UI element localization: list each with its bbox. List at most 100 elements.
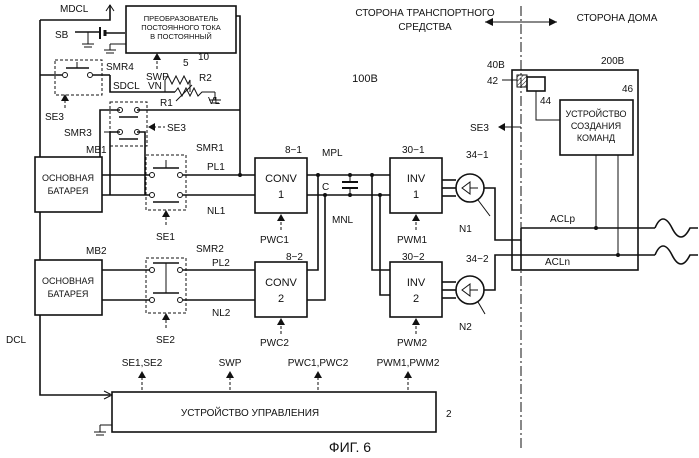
sensor-44-box: [527, 77, 545, 91]
conv1-ref: 8−1: [285, 145, 302, 156]
ref42-label: 42: [487, 76, 499, 87]
conv1-box: [255, 158, 307, 213]
main-battery-1-text-1: ОСНОВНАЯ: [42, 173, 94, 183]
control-signal-se-label: SE1,SE2: [122, 358, 163, 369]
aclp-label: ACLp: [550, 214, 575, 225]
smr2-label: SMR2: [196, 244, 224, 255]
conv2-text-2: 2: [278, 293, 284, 305]
control-device-text: УСТРОЙСТВО УПРАВЛЕНИЯ: [181, 406, 319, 419]
main-battery-2-text-2: БАТАРЕЯ: [48, 289, 89, 299]
n1-label: N1: [459, 224, 472, 235]
r1-label: R1: [160, 98, 173, 109]
inv2-neg-link: [380, 195, 390, 295]
control-signal-pwc-label: PWC1,PWC2: [288, 358, 349, 369]
nl1-label: NL1: [207, 206, 226, 217]
vehicle-side-label-1: СТОРОНА ТРАНСПОРТНОГО: [355, 8, 495, 19]
dc-converter-text-1: ПРЕОБРАЗОВАТЕЛЬ: [144, 14, 219, 23]
mpl-junction-cap: [348, 173, 352, 177]
main-battery-2-box: [35, 260, 102, 315]
nl2-label: NL2: [212, 308, 231, 319]
se3-out-arrow: [498, 123, 505, 131]
control-signal-pwm: PWM1,PWM2: [377, 358, 440, 390]
smr2-top-contact-right: [178, 268, 183, 273]
vl-label: VL: [208, 96, 221, 107]
motor1-ref: 34−1: [466, 150, 489, 161]
inv1-text-1: INV: [407, 173, 426, 185]
n1-pointer: [478, 200, 490, 216]
smr2-bot-contact-left: [150, 298, 155, 303]
smr2-bot-contact-right: [178, 298, 183, 303]
smr1-top-contact-right: [178, 173, 183, 178]
motor1-neutral-wire: [484, 188, 521, 240]
pwc2-label: PWC2: [260, 338, 289, 349]
region-arrow-right-head: [549, 18, 557, 26]
smr1-label: SMR1: [196, 143, 224, 154]
command-device-text-3: КОМАНД: [577, 133, 615, 143]
pl1-junction: [238, 173, 242, 177]
mdcl-label: MDCL: [60, 4, 89, 15]
motor2-ref: 34−2: [466, 254, 489, 265]
pwc1-arrow: [277, 214, 285, 221]
conv2-pos-link: [307, 175, 318, 270]
system-label: 100B: [352, 73, 378, 85]
command-device-text-1: УСТРОЙСТВО: [565, 108, 626, 119]
pl1-label: PL1: [207, 162, 225, 173]
smr3-bot-in: [110, 132, 120, 195]
pl2-label: PL2: [212, 258, 230, 269]
mpl-label: MPL: [322, 148, 343, 159]
se3-left-label: SE3: [45, 112, 64, 123]
smr3-bot-out: [137, 132, 145, 195]
smr4-dashed-box: [55, 60, 102, 95]
home-side-label: СТОРОНА ДОМА: [577, 13, 658, 24]
se2-label: SE2: [156, 335, 175, 346]
se3-out-label: SE3: [470, 123, 489, 134]
se3-right-arrow: [148, 123, 155, 131]
connector-42: [517, 75, 527, 87]
pwm1-arrow: [412, 214, 420, 221]
mnl-junction-cap: [348, 193, 352, 197]
pwc2-arrow: [277, 318, 285, 325]
n2-label: N2: [459, 322, 472, 333]
conv2-box: [255, 262, 307, 317]
pwm1-label: PWM1: [397, 235, 427, 246]
smr4-label: SMR4: [106, 62, 134, 73]
n2-pointer: [478, 302, 485, 314]
smr1-bot-contact-left: [150, 193, 155, 198]
conv1-text-2: 1: [278, 189, 284, 201]
mnl-label: MNL: [332, 215, 354, 226]
main-battery-1-text-2: БАТАРЕЯ: [48, 186, 89, 196]
smr1-bot-contact-right: [178, 193, 183, 198]
ref44-label: 44: [540, 96, 552, 107]
dc-converter-text-2: ПОСТОЯННОГО ТОКА: [141, 23, 220, 32]
inv1-ref: 30−1: [402, 145, 425, 156]
control-signal-swp: SWP: [219, 358, 242, 390]
motor2-winding: [462, 284, 470, 296]
mb1-ref: MB1: [86, 145, 107, 156]
ref5-label: 5: [183, 58, 189, 69]
control-signal-swp-label: SWP: [219, 358, 242, 369]
se3-right-label: SE3: [167, 123, 186, 134]
smr2-top-contact-left: [150, 268, 155, 273]
smr4-contact-right: [88, 73, 93, 78]
r2-label: R2: [199, 73, 212, 84]
acln-label: ACLn: [545, 257, 570, 268]
dc-converter-text-3: В ПОСТОЯННЫЙ: [150, 32, 212, 41]
pwc1-label: PWC1: [260, 235, 289, 246]
aclp-wave: [655, 219, 698, 237]
control-signal-pwc: PWC1,PWC2: [288, 358, 349, 390]
se2-arrow: [162, 313, 170, 320]
home-unit-ref: 200B: [601, 56, 625, 67]
pwm2-label: PWM2: [397, 338, 427, 349]
command-device-ref: 46: [622, 84, 634, 95]
inv2-box: [390, 262, 442, 317]
conv2-text-1: CONV: [265, 277, 297, 289]
main-battery-1-box: [35, 157, 102, 212]
pwm2-arrow: [412, 318, 420, 325]
command-device-text-2: СОЗДАНИЯ: [571, 121, 621, 131]
conv1-text-1: CONV: [265, 173, 297, 185]
smr4-contact-left: [63, 73, 68, 78]
main-battery-2-text-1: ОСНОВНАЯ: [42, 276, 94, 286]
inv2-text-1: INV: [407, 277, 426, 289]
